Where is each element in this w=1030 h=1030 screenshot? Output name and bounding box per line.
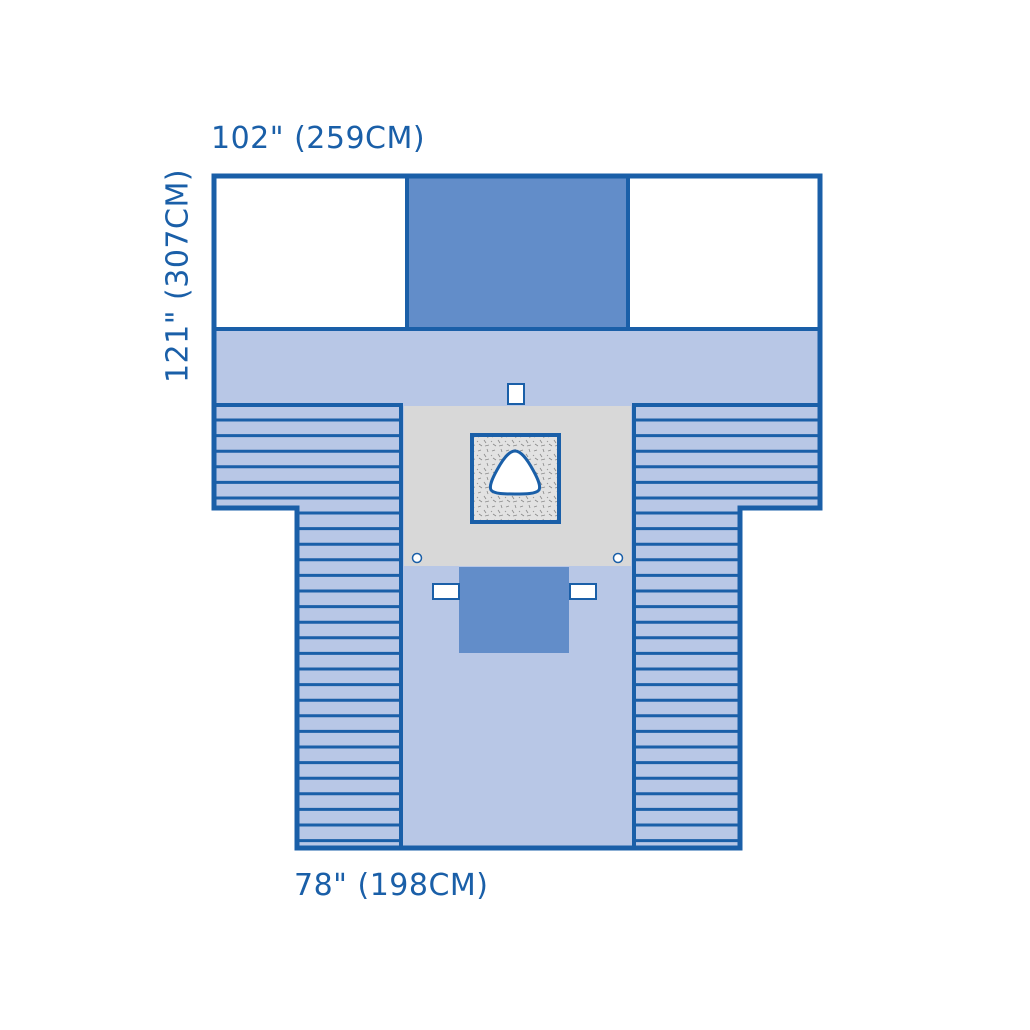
top-panel-outlines [214,176,820,331]
top-center-panel [407,176,628,329]
left-side-tab [432,583,460,600]
right-tube-holder [612,552,624,564]
length-dimension-label: 121" (307CM) [160,168,196,384]
fenestration-opening [488,449,542,496]
lower-width-dimension-label: 78" (198CM) [294,868,489,903]
width-dimension-label: 102" (259CM) [211,121,426,156]
right-arm-stripes [634,418,820,843]
lower-center-panel [459,567,569,653]
top-right-panel [628,176,820,329]
left-tube-holder [411,552,423,564]
top-tab [507,383,525,405]
drape-outline [211,173,823,851]
top-left-panel [214,176,407,329]
right-side-tab [569,583,597,600]
left-arm-stripes [214,418,401,843]
stripe-borders [214,403,820,848]
